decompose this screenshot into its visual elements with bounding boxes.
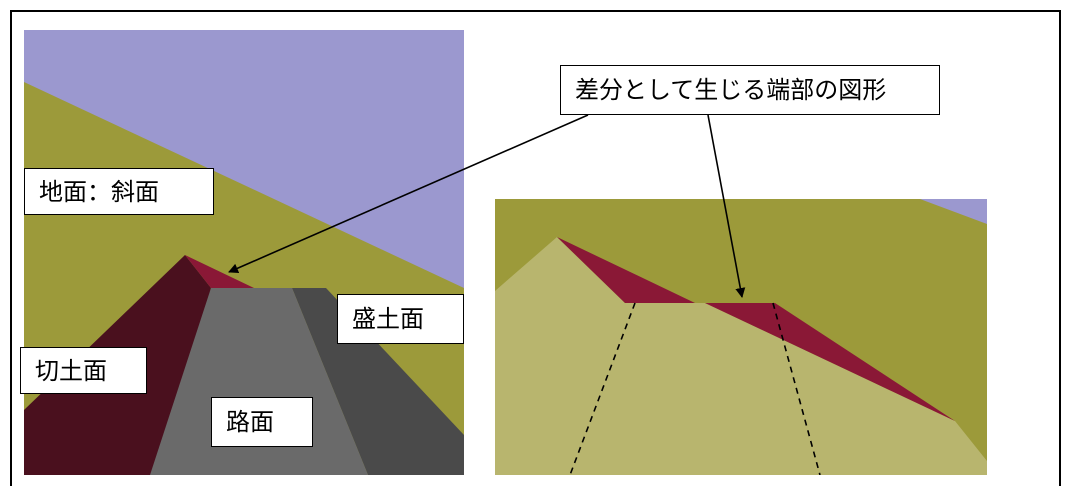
zoom-edge-shape-left: [557, 237, 695, 303]
frame-left-line: [10, 10, 12, 486]
right-zoom-panel: [495, 199, 987, 475]
label-road-surface: 路面: [211, 397, 313, 447]
label-ground-slope: 地面：斜面: [24, 168, 214, 215]
zoom-cut-surface: [495, 237, 987, 475]
zoom-dashed-line-right: [772, 302, 821, 475]
arrow-to-left-edge-shape: [228, 114, 589, 273]
road-surface-face: [150, 288, 368, 475]
label-edge-shape: 差分として生じる端部の図形: [560, 65, 940, 115]
frame-right-line: [1059, 10, 1061, 486]
right-zoom-svg: [495, 199, 987, 475]
arrow-to-right-edge-shape: [707, 114, 746, 298]
zoom-edge-shape-right: [705, 303, 955, 421]
fill-slope-face: [292, 288, 464, 475]
frame-top-line: [10, 10, 1060, 12]
zoom-sky-corner: [920, 199, 987, 224]
label-fill-slope: 盛土面: [337, 294, 464, 344]
edge-shape-triangle: [185, 255, 254, 288]
label-cut-slope: 切土面: [20, 347, 147, 394]
zoom-dashed-line-left: [569, 302, 636, 475]
